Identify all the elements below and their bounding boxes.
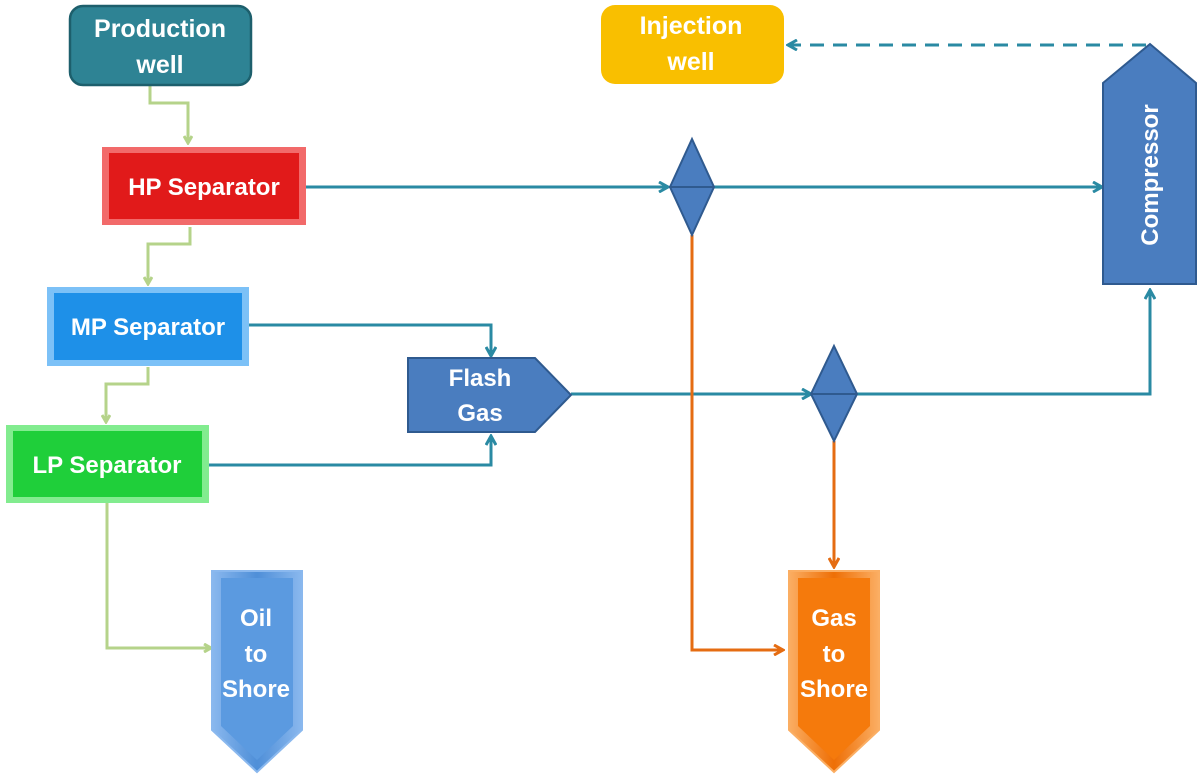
flash-gas-label-line2: Gas: [457, 400, 502, 427]
line-lp-to-oil-shore: [105, 503, 211, 648]
oil-to-shore-label-line3: Shore: [222, 676, 290, 703]
lp-separator-node[interactable]: LP Separator: [6, 425, 209, 503]
oil-to-shore-label-line2: to: [245, 641, 268, 668]
mp-separator-node[interactable]: MP Separator: [47, 287, 249, 366]
line-production-to-hp: [148, 86, 188, 143]
hp-separator-node[interactable]: HP Separator: [102, 147, 306, 225]
injection-well-label-line1: Injection: [640, 12, 743, 40]
flash-gas-node[interactable]: Flash Gas: [407, 357, 573, 433]
production-well-label-line1: Production: [94, 15, 226, 43]
line-mp-to-lp: [106, 367, 150, 422]
injection-well-label-line2: well: [666, 48, 714, 76]
line-mp-to-flash-gas: [249, 323, 491, 356]
valve-2-icon[interactable]: [809, 343, 859, 444]
compressor-node[interactable]: Compressor: [1102, 42, 1197, 285]
gas-to-shore-label-line2: to: [823, 641, 846, 668]
injection-well-node[interactable]: Injection well: [601, 5, 784, 84]
gas-to-shore-label-line1: Gas: [811, 605, 856, 632]
production-well-node[interactable]: Production well: [68, 4, 253, 87]
oil-to-shore-label-line1: Oil: [240, 605, 272, 632]
gas-to-shore-label-line3: Shore: [800, 676, 868, 703]
line-valve-1-to-gas-shore: [690, 235, 783, 650]
flash-gas-label-line1: Flash: [449, 365, 512, 392]
production-well-label-line2: well: [135, 51, 183, 79]
line-hp-to-mp: [148, 227, 192, 284]
compressor-label: Compressor: [1137, 104, 1164, 245]
hp-separator-label: HP Separator: [128, 174, 280, 201]
valve-1-icon[interactable]: [668, 136, 716, 238]
gas-to-shore-node[interactable]: Gas to Shore: [788, 570, 880, 774]
lp-separator-label: LP Separator: [33, 452, 182, 479]
mp-separator-label: MP Separator: [71, 314, 225, 341]
line-lp-to-flash-gas: [209, 436, 491, 467]
line-valve-2-to-compressor: [857, 290, 1150, 396]
oil-to-shore-node[interactable]: Oil to Shore: [211, 570, 303, 774]
